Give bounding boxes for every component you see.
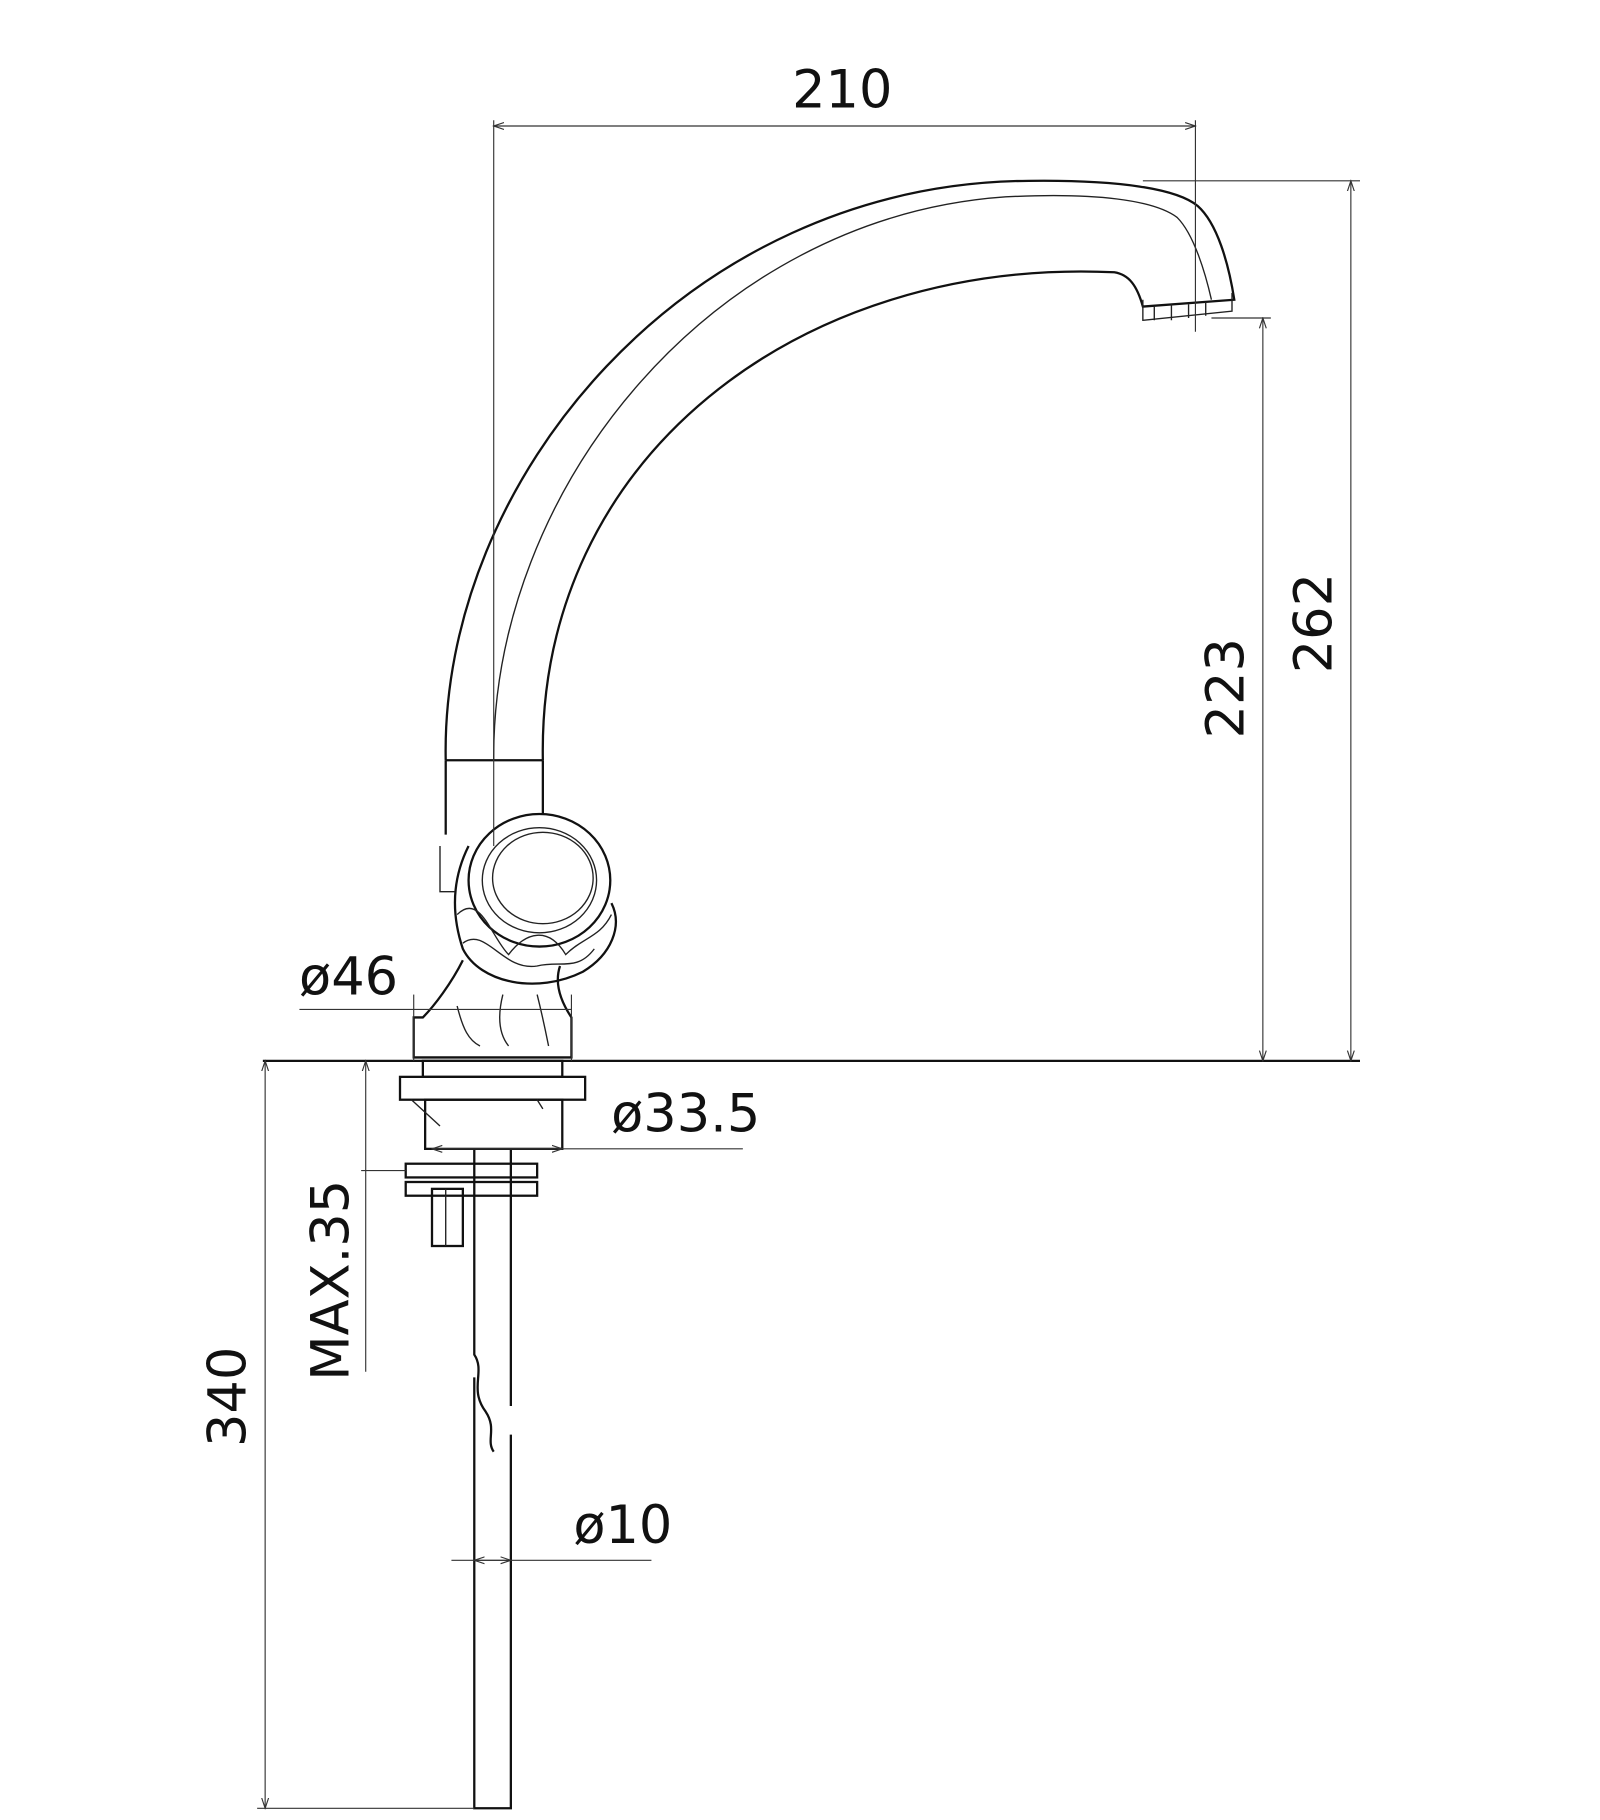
dim-340: 340	[198, 1061, 475, 1808]
dim-262: 262	[1142, 181, 1360, 1061]
dim-diameter-33-5: ø33.5	[432, 1084, 760, 1149]
supply-pipe	[473, 1148, 512, 1810]
spout	[444, 179, 1236, 835]
dim-label-46: ø46	[299, 947, 398, 1008]
dim-label-33-5: ø33.5	[611, 1084, 760, 1145]
dim-label-262: 262	[1283, 573, 1344, 673]
dim-label-223: 223	[1195, 638, 1256, 738]
dim-210: 210	[494, 60, 1196, 846]
dim-223: 223	[1195, 318, 1271, 1061]
dim-max-35: MAX.35	[301, 1061, 406, 1381]
handle	[439, 812, 617, 985]
dim-label-10: ø10	[573, 1495, 672, 1556]
dim-diameter-46: ø46	[299, 947, 572, 1061]
dim-label-210: 210	[792, 60, 892, 121]
dim-label-max-35: MAX.35	[301, 1180, 362, 1381]
dim-label-340: 340	[198, 1347, 259, 1447]
mounting-hardware	[398, 1059, 587, 1248]
dim-diameter-10: ø10	[451, 1495, 672, 1560]
